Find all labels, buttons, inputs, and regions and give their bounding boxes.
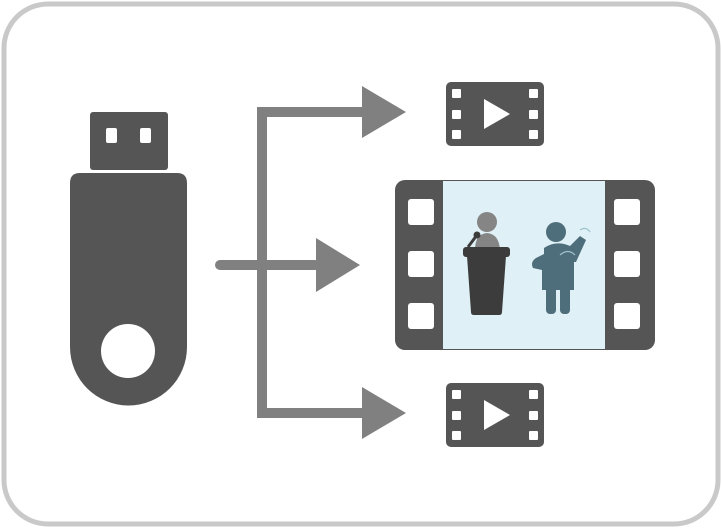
speaker-at-podium (475, 212, 500, 250)
arrow-icon (215, 86, 406, 439)
sign-language-interpreter (532, 222, 586, 314)
sign-language-video-icon (395, 180, 655, 350)
usb-drive-icon (70, 112, 187, 406)
video-file-icon (446, 82, 544, 146)
video-file-icon (446, 383, 544, 447)
podium (463, 247, 510, 315)
